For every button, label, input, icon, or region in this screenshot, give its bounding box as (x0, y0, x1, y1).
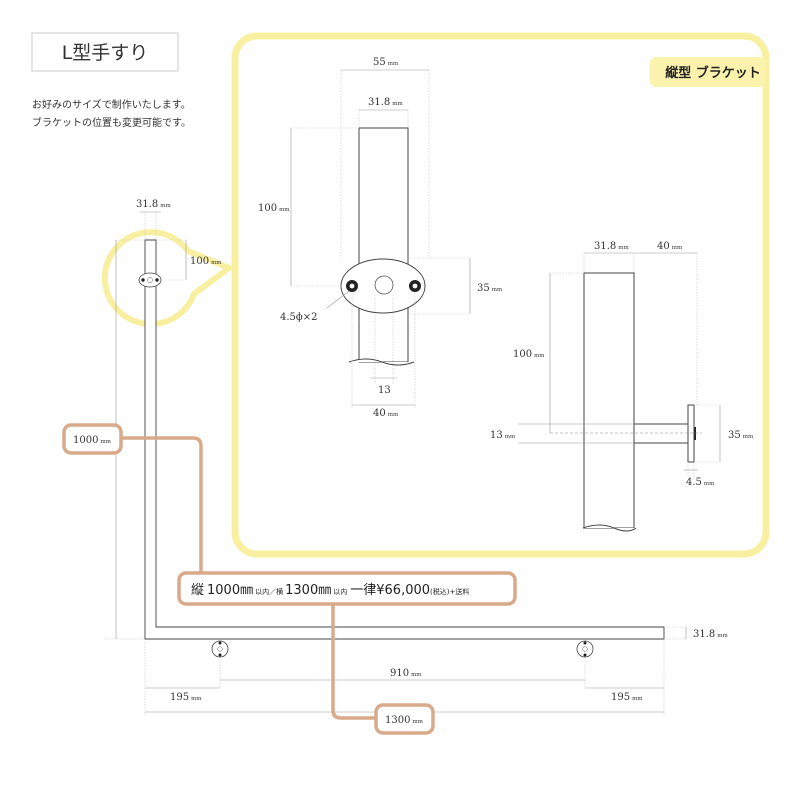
price-box (177, 571, 517, 606)
floor-bracket-left (211, 640, 229, 658)
zoom-callout (101, 229, 232, 328)
side-plate (687, 404, 695, 463)
detail-label: 縦型 ブラケット (665, 65, 761, 81)
front-center-gap: 13 (378, 385, 391, 396)
title-box (31, 32, 179, 72)
detail-frame (231, 32, 770, 558)
page-title: L型手すり (62, 42, 149, 64)
front-center-hole (374, 275, 394, 295)
title-area: L型手すり お好みのサイズで制作いたします。 ブラケットの位置も変更可能です。 (31, 32, 191, 129)
side-pipe (583, 272, 635, 529)
floor-bracket-right (576, 640, 594, 658)
front-pipe-break (348, 358, 415, 366)
side-pipe-break (582, 524, 637, 532)
bracket-detail-panel: 縦型 ブラケット (231, 32, 770, 558)
callout-leaders (121, 436, 376, 720)
front-screw-spec: 4.5ϕ×2 (280, 312, 317, 323)
note-line-1: お好みのサイズで制作いたします。 (32, 98, 191, 111)
detail-label-badge (650, 57, 766, 87)
side-arm (633, 423, 691, 444)
note-line-2: ブラケットの位置も変更可能です。 (32, 116, 191, 129)
front-pipe (358, 127, 409, 363)
